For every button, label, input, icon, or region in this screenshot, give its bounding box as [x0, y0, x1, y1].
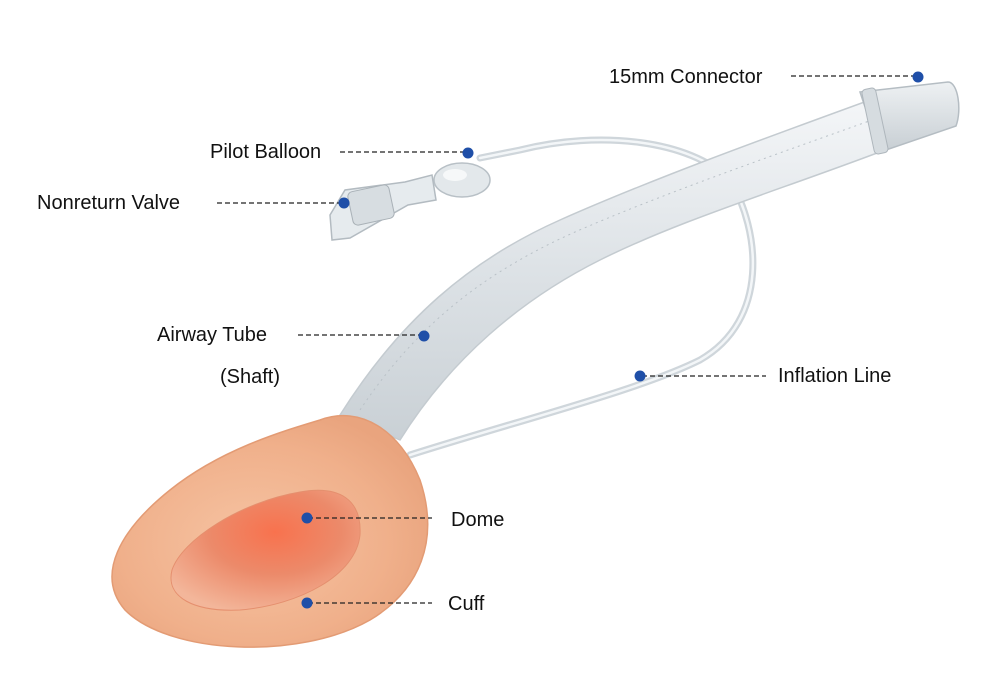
airway-tube-label: Airway Tube [157, 324, 268, 346]
airway-tube-marker [418, 330, 430, 342]
connector-marker [912, 71, 924, 83]
connector-ring [861, 87, 889, 155]
dome-label: Dome [451, 509, 505, 531]
mask-dome [170, 489, 361, 611]
pilot-balloon-label: Pilot Balloon [210, 141, 322, 163]
nonreturn-valve-label: Nonreturn Valve [37, 192, 181, 214]
pilot-balloon-shine [443, 169, 467, 181]
connector-label: 15mm Connector [609, 66, 763, 88]
shaft-label: (Shaft) [220, 366, 281, 388]
cuff-marker [301, 597, 313, 609]
dome-marker [301, 512, 313, 524]
inflation-line-highlight [408, 138, 755, 457]
valve-cap [347, 184, 395, 226]
pilot-balloon-marker [462, 147, 474, 159]
cuff-label: Cuff [448, 593, 485, 615]
nonreturn-valve-marker [338, 197, 350, 209]
inflation-line-label: Inflation Line [778, 365, 892, 387]
inflation-line-marker [634, 370, 646, 382]
